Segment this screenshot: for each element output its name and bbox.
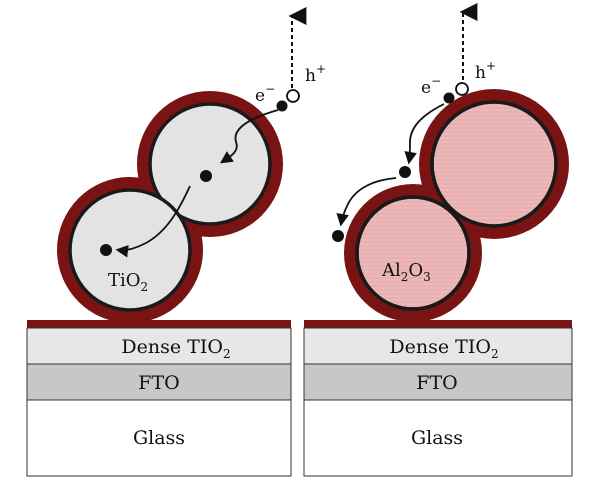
right-electron-mid (399, 166, 411, 178)
right-particle-label: Al2O3 (381, 260, 431, 284)
right-dense-tio2-layer (303, 327, 573, 365)
left-electron-final (100, 244, 112, 256)
left-electron-mid (200, 170, 212, 182)
left-hole-marker (286, 89, 300, 103)
left-fto-layer (26, 363, 292, 401)
right-glass-label: Glass (411, 427, 463, 449)
left-glass-label: Glass (133, 427, 185, 449)
left-dense-tio2-label: Dense TIO2 (121, 336, 230, 361)
right-fto-label: FTO (416, 372, 457, 394)
right-electron-final (332, 230, 344, 242)
left-electron-path-2 (115, 185, 191, 258)
left-hole-label: h+ (305, 62, 326, 86)
right-top-particle-outline (430, 100, 558, 228)
right-glass-layer (303, 399, 573, 477)
right-coating-strip (304, 320, 572, 328)
left-top-particle (148, 102, 272, 226)
left-electron-label: e− (255, 82, 275, 106)
left-coating-strip (27, 320, 291, 328)
right-electron-label: e− (421, 74, 441, 98)
left-electron-surface (276, 100, 288, 112)
left-glass-layer (26, 399, 292, 477)
left-particle-label: TiO2 (108, 270, 148, 294)
right-electron-path-1 (404, 103, 445, 165)
right-electron-path-2 (336, 177, 397, 227)
left-electron-path-1 (219, 109, 279, 164)
right-hole-marker (455, 82, 469, 96)
left-dense-tio2-layer (26, 327, 292, 365)
right-electron-surface (443, 92, 455, 104)
right-fto-layer (303, 363, 573, 401)
right-hole-label: h+ (475, 59, 496, 83)
right-dense-tio2-label: Dense TIO2 (389, 336, 498, 361)
right-bottom-particle-outline (355, 195, 471, 311)
left-fto-label: FTO (138, 372, 179, 394)
right-panel: Dense TIO2 FTO Glass Al2O3 e− h+ (303, 3, 573, 477)
left-panel: Dense TIO2 FTO Glass TiO2 e− h+ (26, 7, 326, 477)
